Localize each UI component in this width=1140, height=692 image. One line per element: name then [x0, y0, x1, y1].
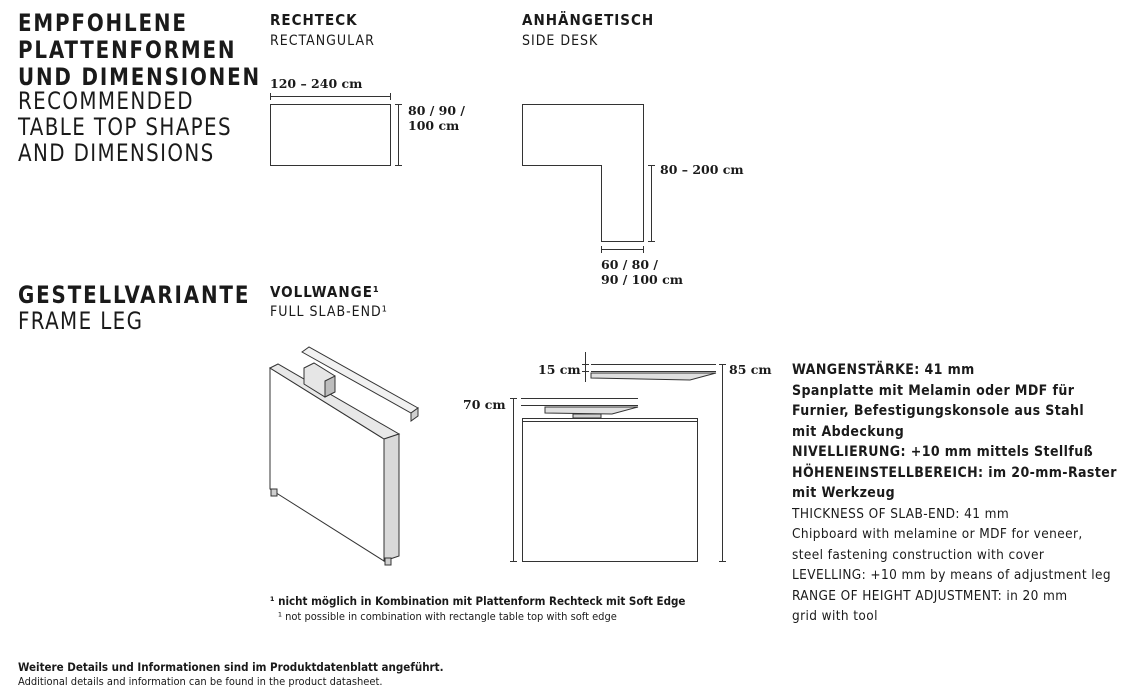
frame-variant-de: VOLLWANGE¹	[270, 283, 380, 301]
frame-variant-en: FULL SLAB-END¹	[270, 304, 388, 320]
rect-depth-label-line: 100 cm	[408, 118, 460, 133]
spec-line-de: mit Werkzeug	[792, 485, 896, 501]
spec-line-de: HÖHENEINSTELLBEREICH: im 20-mm-Raster	[792, 464, 1117, 481]
frame-title-en: FRAME LEG	[18, 307, 144, 335]
slab-foot	[270, 488, 278, 497]
top-high-bracket	[590, 372, 717, 381]
top-low-bracket	[544, 406, 639, 415]
side-title-en: SIDE DESK	[522, 33, 599, 49]
spec-line-en: Chipboard with melamine or MDF for venee…	[792, 526, 1083, 542]
rect-shape-drawing	[270, 93, 402, 166]
shapes-title-en-line: RECOMMENDED	[18, 87, 194, 115]
spec-line-en: RANGE OF HEIGHT ADJUSTMENT: in 20 mm	[792, 587, 1068, 604]
slab-elevation-outline	[522, 418, 698, 562]
side-length-label: 80 – 200 cm	[660, 162, 744, 177]
offset-dim-label: 15 cm	[538, 362, 581, 377]
spec-line-en: LEVELLING: +10 mm by means of adjustment…	[792, 567, 1112, 583]
side-desk-outline	[522, 104, 644, 242]
spec-line-de: Spanplatte mit Melamin oder MDF für	[792, 382, 1075, 399]
side-width-label: 60 / 80 / 90 / 100 cm	[601, 257, 683, 287]
height-adjust-post	[572, 413, 602, 419]
mounting-console-side	[324, 375, 336, 398]
min-height-dim-label: 70 cm	[463, 397, 506, 412]
slab-foot	[384, 557, 392, 566]
specs-block: WANGENSTÄRKE: 41 mm Spanplatte mit Melam…	[792, 360, 1117, 627]
rect-depth-label: 80 / 90 / 100 cm	[408, 103, 465, 133]
shapes-title-en-line: AND DIMENSIONS	[18, 139, 215, 167]
spec-line-en: THICKNESS OF SLAB-END: 41 mm	[792, 505, 1010, 522]
shapes-title-de-line: EMPFOHLENE	[18, 9, 188, 37]
shapes-title-de-line: UND DIMENSIONEN	[18, 63, 262, 91]
spec-line-de: WANGENSTÄRKE: 41 mm	[792, 362, 975, 378]
shapes-title-en: RECOMMENDED TABLE TOP SHAPES AND DIMENSI…	[18, 88, 232, 166]
spec-line-de: NIVELLIERUNG: +10 mm mittels Stellfuß	[792, 444, 1094, 460]
footnote-en: ¹ not possible in combination with recta…	[278, 610, 617, 623]
shapes-title-de: EMPFOHLENE PLATTENFORMEN UND DIMENSIONEN	[18, 10, 261, 91]
rect-depth-label-line: 80 / 90 /	[408, 103, 465, 118]
side-width-label-line: 90 / 100 cm	[601, 272, 683, 287]
slab-end-elevation-drawing	[510, 352, 726, 562]
footnote-de: ¹ nicht möglich in Kombination mit Platt…	[270, 594, 686, 608]
spec-line-de: Furnier, Befestigungskonsole aus Stahl	[792, 403, 1085, 419]
rect-title-en: RECTANGULAR	[270, 33, 375, 49]
side-width-label-line: 60 / 80 /	[601, 257, 658, 272]
spec-line-en: grid with tool	[792, 608, 878, 624]
spec-line-de: mit Abdeckung	[792, 423, 905, 440]
side-shape-drawing	[522, 104, 655, 253]
slab-side-face	[383, 433, 400, 562]
frame-title-de: GESTELLVARIANTE	[18, 281, 251, 309]
shapes-title-en-line: TABLE TOP SHAPES	[18, 113, 232, 141]
footer-en: Additional details and information can b…	[18, 675, 383, 688]
top-bracket-rail-end	[410, 407, 419, 422]
shapes-title-de-line: PLATTENFORMEN	[18, 36, 237, 64]
rect-width-label: 120 – 240 cm	[270, 76, 363, 91]
side-title-de: ANHÄNGETISCH	[522, 11, 655, 29]
slab-end-perspective-drawing	[268, 346, 419, 566]
footer-de: Weitere Details und Informationen sind i…	[18, 660, 444, 674]
rect-top-outline	[270, 104, 391, 166]
rect-title-de: RECHTECK	[270, 11, 358, 29]
max-height-dim-label: 85 cm	[729, 362, 772, 377]
spec-line-en: steel fastening construction with cover	[792, 546, 1045, 563]
